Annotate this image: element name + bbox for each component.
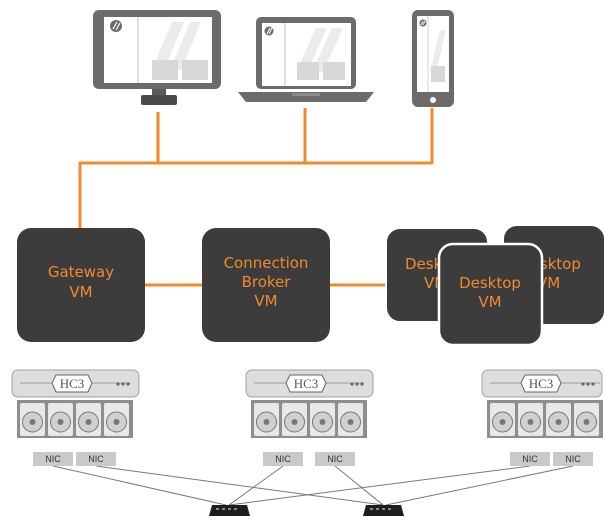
hc3-node-2-nic-2: NIC <box>327 454 343 464</box>
hc3-node-3-nic-1: NIC <box>522 454 538 464</box>
orange-connectors <box>78 108 434 287</box>
gateway-vm-label-line2: VM <box>69 283 92 301</box>
gateway-vm-label-line1: Gateway <box>48 263 114 281</box>
hc3-node-2-nic-1: NIC <box>275 454 291 464</box>
desktop-vm-front-line2: VM <box>478 293 501 311</box>
desktop-vm-front-line1: Desktop <box>459 274 521 292</box>
broker-vm-label-line2: Broker <box>242 273 292 291</box>
connection-broker-vm: Connection Broker VM <box>202 228 330 342</box>
hc3-node-3-label: HC3 <box>529 376 554 391</box>
hc3-node-2-disks <box>254 403 363 436</box>
broker-vm-label-line1: Connection <box>224 254 309 272</box>
hc3-node-2-label: HC3 <box>294 376 319 391</box>
gateway-vm: Gateway VM <box>17 228 145 342</box>
hc3-node-1-label: HC3 <box>60 376 85 391</box>
hc3-node-3-nic-2: NIC <box>565 454 581 464</box>
network-cables <box>52 465 574 506</box>
hc3-node-1-disks <box>20 403 129 436</box>
broker-vm-label-line3: VM <box>254 292 277 310</box>
hc3-node-2: HC3 NIC NIC <box>245 369 374 466</box>
desktop-monitor-icon <box>93 10 221 105</box>
hc3-node-3: HC3 NIC NIC <box>481 369 603 466</box>
hc3-node-1: HC3 NIC NIC <box>11 369 140 466</box>
hc3-node-3-disks <box>490 403 599 436</box>
network-switch-right-icon <box>363 505 404 516</box>
hc3-node-1-nic-2: NIC <box>88 454 104 464</box>
tablet-icon <box>412 10 454 107</box>
laptop-icon <box>238 17 374 102</box>
network-switch-left-icon <box>209 505 250 516</box>
desktop-vm-front: Desktop VM <box>437 242 544 347</box>
hc3-node-1-nic-1: NIC <box>45 454 61 464</box>
